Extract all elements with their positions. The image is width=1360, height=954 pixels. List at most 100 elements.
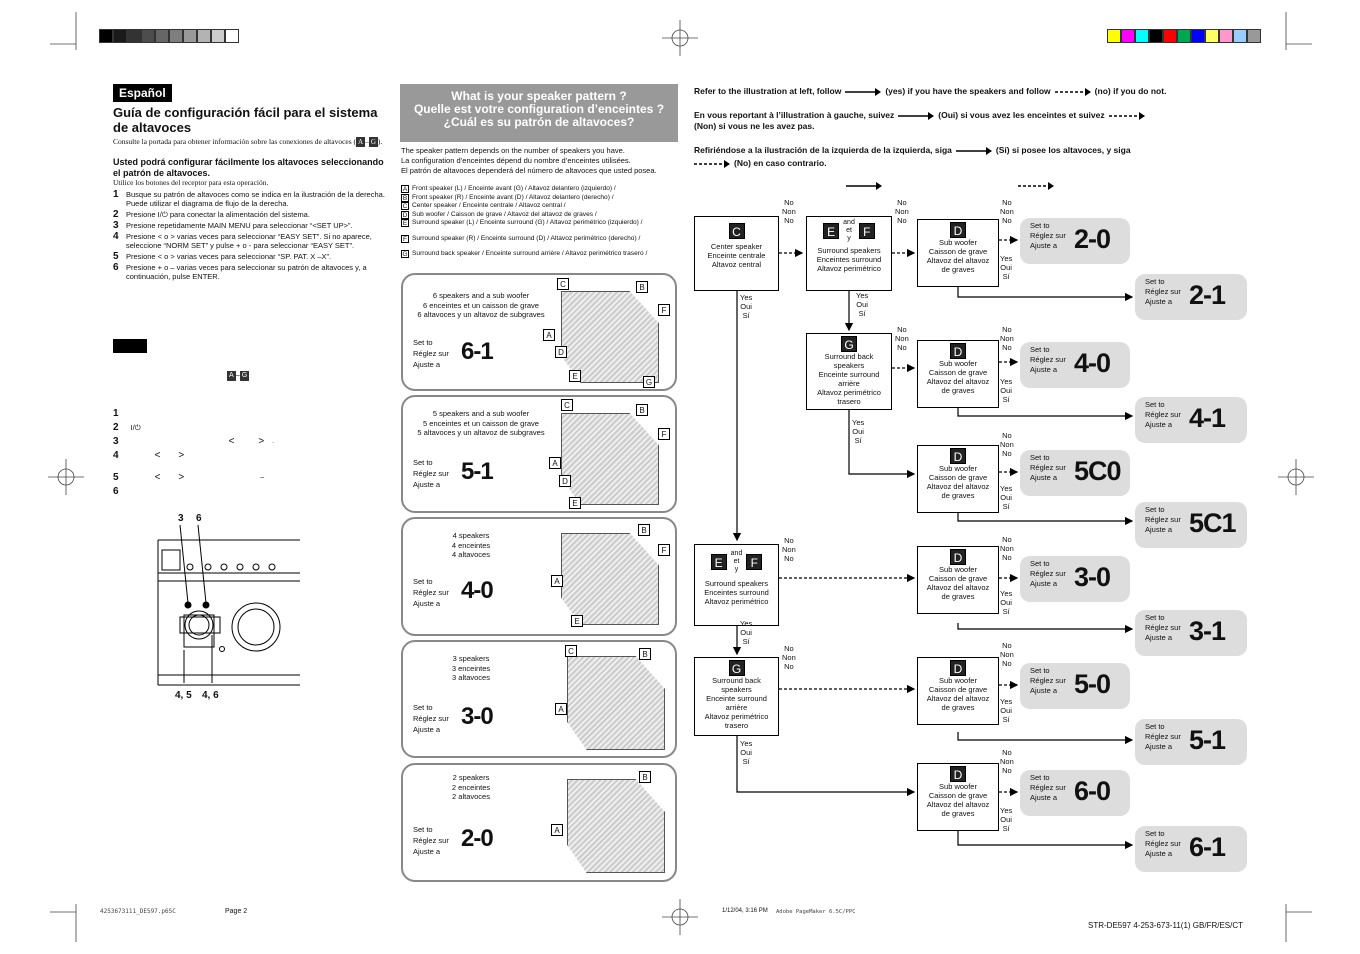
- color-swatch: [1191, 29, 1205, 43]
- color-swatch: [1233, 29, 1247, 43]
- receiver-front-panel: [157, 525, 300, 686]
- left-column: Español Guía de configuración fácil para…: [113, 84, 385, 281]
- color-swatch: [1163, 29, 1177, 43]
- pattern-value: 6-1: [461, 338, 494, 365]
- easy-setup-subtitle: Usted podrá configurar fácilmente los al…: [113, 157, 384, 178]
- color-swatch: [1107, 29, 1121, 43]
- color-swatch: [1205, 29, 1219, 43]
- device-label-6: 6: [196, 513, 202, 524]
- device-label-4-5: 4, 5: [175, 690, 192, 701]
- setup-title: Guía de configuración fácil para el sist…: [113, 105, 378, 135]
- footer-filename: 4253673111_DE597.p65C: [100, 908, 176, 915]
- room-illustration: [567, 779, 665, 873]
- color-swatch: [1247, 29, 1261, 43]
- footer-date: 1/12/04, 3:16 PM: [722, 908, 768, 914]
- letter-c: C: [728, 223, 745, 239]
- color-swatch: [225, 29, 239, 43]
- room-illustration: [561, 291, 659, 383]
- subtitle-note: Utilice los botones del receptor para es…: [113, 178, 269, 187]
- pattern-value: 4-0: [461, 577, 494, 604]
- color-swatch: [211, 29, 225, 43]
- room-illustration: [567, 656, 665, 750]
- room-illustration: [561, 413, 659, 505]
- color-swatch: [197, 29, 211, 43]
- pattern-depends-text: The speaker pattern depends on the numbe…: [401, 146, 657, 175]
- color-swatch: [1121, 29, 1135, 43]
- black-note-box: [113, 339, 147, 353]
- color-swatch: [183, 29, 197, 43]
- color-swatch: [141, 29, 155, 43]
- legend-dashed-arrow: [1018, 182, 1054, 190]
- footer-page: Page 2: [225, 908, 248, 915]
- intro-text: Consulte la portada para obtener informa…: [113, 137, 383, 147]
- pattern-value: 5-1: [461, 458, 494, 485]
- color-swatch: [1219, 29, 1233, 43]
- legend-solid-arrow: [846, 182, 882, 190]
- box-refs: A–G: [227, 370, 250, 381]
- color-swatch: [127, 29, 141, 43]
- cmyk-color-bar: [1107, 29, 1261, 43]
- flow-instructions: Refer to the illustration at left, follo…: [694, 86, 1167, 168]
- question-box: What is your speaker pattern ? Quelle es…: [400, 84, 678, 142]
- pattern-value: 2-0: [461, 825, 494, 852]
- color-swatch: [99, 29, 113, 43]
- room-illustration: [561, 533, 659, 625]
